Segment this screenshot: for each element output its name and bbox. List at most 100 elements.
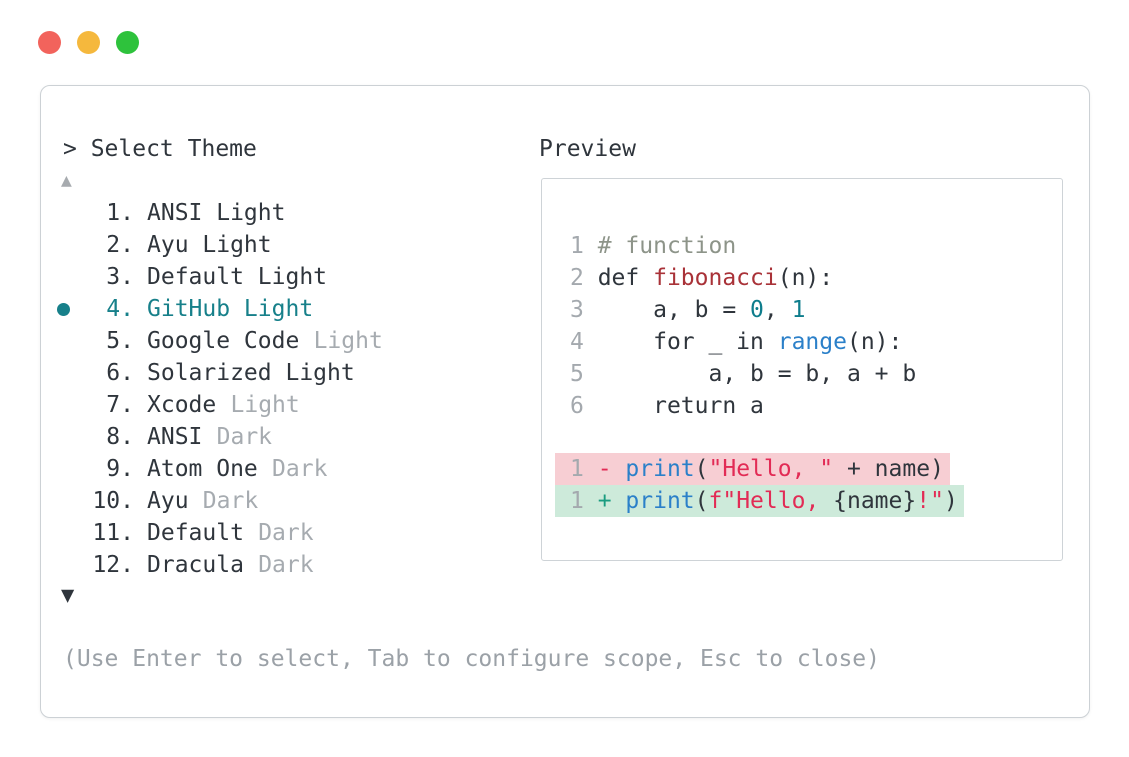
diff-added-line: 1 + print(f"Hello, {name}!") (555, 485, 964, 517)
window-controls (38, 31, 139, 54)
theme-label: Xcode (147, 392, 217, 418)
theme-list: 1. ANSI Light 2. Ayu Light 3. Default Li… (41, 197, 531, 581)
theme-variant: Dark (272, 456, 328, 482)
theme-number: 1. (106, 200, 134, 226)
theme-number: 8. (106, 424, 134, 450)
theme-label: ANSI (147, 424, 203, 450)
theme-option-solarized-light[interactable]: 6. Solarized Light (41, 357, 531, 389)
theme-option-ayu-light[interactable]: 2. Ayu Light (41, 229, 531, 261)
theme-option-xcode-light[interactable]: 7. Xcode Light (41, 389, 531, 421)
diff-removed-line: 1 - print("Hello, " + name) (555, 453, 950, 485)
selection-bullet-icon (57, 463, 70, 476)
theme-label: GitHub Light (147, 296, 314, 322)
theme-number: 6. (106, 360, 134, 386)
code-token: print (625, 456, 695, 482)
theme-variant: Light (313, 328, 383, 354)
selection-bullet-icon (57, 271, 70, 284)
code-token: , (763, 297, 792, 323)
theme-label: Google Code (147, 328, 300, 354)
code-token: ) (943, 488, 958, 514)
code-line: 3 a, b = 0, 1 (570, 294, 916, 326)
theme-number: 11. (92, 520, 134, 546)
theme-number: 4. (106, 296, 134, 322)
selection-bullet-icon (57, 207, 70, 220)
code-line: 1# function (570, 230, 916, 262)
traffic-light-close-button[interactable] (38, 31, 61, 54)
theme-option-default-light[interactable]: 3. Default Light (41, 261, 531, 293)
theme-label: Default Light (147, 264, 328, 290)
theme-picker-panel: > Select Theme Preview ▲ 1. ANSI Light 2… (40, 85, 1090, 718)
line-number: 1 (570, 233, 584, 259)
code-token: def (597, 265, 654, 291)
traffic-light-minimize-button[interactable] (77, 31, 100, 54)
theme-option-google-code-light[interactable]: 5. Google Code Light (41, 325, 531, 357)
theme-number: 3. (106, 264, 134, 290)
code-token: {name} (833, 488, 917, 514)
selection-bullet-icon (57, 527, 70, 540)
theme-label: Ayu (147, 488, 189, 514)
code-token: f"Hello, (708, 488, 834, 514)
line-number: 6 (570, 393, 584, 419)
code-token: print (625, 488, 695, 514)
code-line: 6 return a (570, 390, 916, 422)
theme-number: 5. (106, 328, 134, 354)
code-token: "Hello, " (708, 456, 834, 482)
code-token: (n): (777, 265, 834, 291)
line-number: 3 (570, 297, 584, 323)
code-line: 4 for _ in range(n): (570, 326, 916, 358)
theme-option-github-light-selected[interactable]: 4. GitHub Light (41, 293, 531, 325)
scroll-down-icon[interactable]: ▼ (61, 583, 75, 608)
code-token: !" (916, 488, 944, 514)
selection-bullet-icon (57, 302, 70, 316)
theme-number: 2. (106, 232, 134, 258)
code-token: 1 (791, 297, 806, 323)
line-number: 1 (570, 488, 584, 514)
traffic-light-zoom-button[interactable] (116, 31, 139, 54)
code-token: ( (694, 488, 709, 514)
theme-label: Default (147, 520, 244, 546)
line-number: 1 (570, 456, 584, 482)
theme-number: 9. (106, 456, 134, 482)
scroll-up-icon[interactable]: ▲ (61, 170, 72, 191)
theme-variant: Dark (216, 424, 273, 450)
selection-bullet-icon (57, 495, 70, 508)
selection-bullet-icon (57, 559, 70, 572)
theme-option-dracula-dark[interactable]: 12. Dracula Dark (41, 549, 531, 581)
theme-option-ayu-dark[interactable]: 10. Ayu Dark (41, 485, 531, 517)
code-line: 5 a, b = b, a + b (570, 358, 916, 390)
code-token: return a (597, 393, 764, 419)
diff-plus-sign: + (583, 488, 626, 514)
theme-variant: Light (230, 392, 300, 418)
theme-number: 10. (92, 488, 134, 514)
theme-option-ansi-light[interactable]: 1. ANSI Light (41, 197, 531, 229)
code-token: a, b = b, a + b (597, 361, 917, 387)
code-token: for _ in (597, 329, 778, 355)
theme-number: 7. (106, 392, 134, 418)
theme-variant: Dark (258, 552, 314, 578)
line-number: 4 (570, 329, 584, 355)
code-token: a, b = (597, 297, 751, 323)
code-token: fibonacci (653, 265, 778, 291)
line-number: 5 (570, 361, 584, 387)
theme-label: ANSI Light (147, 200, 286, 226)
code-token: (n): (846, 329, 903, 355)
theme-variant: Dark (202, 488, 259, 514)
theme-label: Solarized Light (147, 360, 355, 386)
code-token: + name) (833, 456, 944, 482)
theme-option-default-dark[interactable]: 11. Default Dark (41, 517, 531, 549)
theme-variant: Dark (258, 520, 314, 546)
selection-bullet-icon (57, 367, 70, 380)
preview-title: Preview (539, 136, 636, 162)
selection-bullet-icon (57, 431, 70, 444)
selection-bullet-icon (57, 335, 70, 348)
select-theme-prompt: > Select Theme (63, 136, 257, 162)
theme-option-atom-one-dark[interactable]: 9. Atom One Dark (41, 453, 531, 485)
theme-option-ansi-dark[interactable]: 8. ANSI Dark (41, 421, 531, 453)
selection-bullet-icon (57, 239, 70, 252)
theme-number: 12. (92, 552, 134, 578)
theme-label: Dracula (147, 552, 244, 578)
